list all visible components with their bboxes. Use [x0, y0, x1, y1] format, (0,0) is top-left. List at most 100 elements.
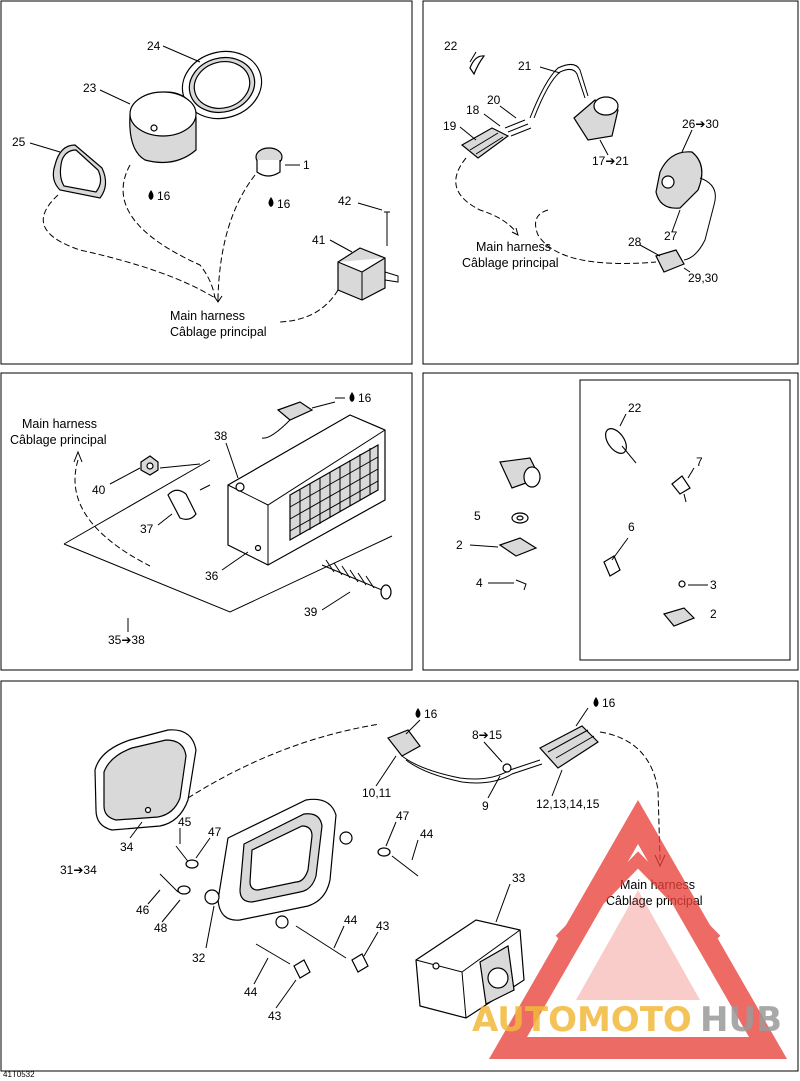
arrow-2: [511, 227, 519, 236]
switch: [573, 96, 619, 141]
light-connector: [261, 401, 336, 439]
terminal-pins: [504, 119, 532, 137]
clip-bracket: [498, 537, 538, 557]
relay: [337, 247, 399, 301]
wiring-harness: [387, 725, 599, 784]
label-38: 38: [214, 429, 228, 443]
panel-frame-2: [422, 0, 799, 365]
watermark-text-hub: HUB: [700, 1000, 782, 1040]
label-16-c: 16: [424, 707, 438, 721]
cylinder-part: [499, 457, 541, 489]
label-2-b: 2: [710, 607, 717, 621]
panel-frame-3: [0, 372, 413, 671]
panel-frame-4: [422, 372, 799, 671]
label-46: 46: [136, 903, 150, 917]
wire-2b: [535, 209, 657, 264]
work-light-block: [227, 414, 386, 566]
label-2-a: 2: [456, 538, 463, 552]
switch-wire: [529, 64, 589, 119]
label-47-a: 47: [208, 825, 222, 839]
label-18: 18: [466, 103, 480, 117]
washer: [511, 512, 529, 524]
label-44-c: 44: [244, 985, 258, 999]
bulb-socket: [255, 147, 283, 177]
watermark-text-automoto: AUTOMOTO: [472, 1000, 692, 1040]
label-17-21: 17➔21: [592, 154, 629, 168]
panel-4-inner-frame: [579, 379, 791, 661]
grommets: [204, 831, 353, 929]
headlight-bulb-assembly: [415, 919, 525, 1019]
label-19: 19: [443, 119, 457, 133]
wire-1d: [279, 289, 339, 323]
hook-clip: [515, 579, 527, 591]
connector-housing: [460, 127, 510, 159]
label-4: 4: [476, 576, 483, 590]
label-16-d: 16: [602, 696, 616, 710]
label-43-a: 43: [376, 919, 390, 933]
headlight-frame: [217, 798, 337, 921]
wire-1a: [42, 194, 216, 299]
harness-label-3-fr: Câblage principal: [10, 433, 107, 447]
label-43-b: 43: [268, 1009, 282, 1023]
harness-label-1-en: Main harness: [170, 309, 245, 323]
drop-icon: [148, 190, 154, 200]
harness-label-2-fr: Câblage principal: [462, 256, 559, 270]
label-29-30: 29,30: [688, 271, 718, 285]
watermark-logo: [488, 799, 788, 1059]
headlight-lens: [94, 729, 197, 831]
label-5: 5: [474, 509, 481, 523]
screw: [321, 559, 392, 600]
label-36: 36: [205, 569, 219, 583]
panel-frame-1: [0, 0, 413, 365]
reference-number: 41T0532: [3, 1070, 35, 1079]
drop-icon: [593, 697, 599, 707]
push-clip: [671, 475, 691, 503]
label-12-15: 12,13,14,15: [536, 797, 600, 811]
label-41: 41: [312, 233, 326, 247]
wire-5a: [187, 723, 381, 799]
drop-icon: [349, 392, 355, 402]
label-22: 22: [444, 39, 458, 53]
wire-2a: [455, 157, 517, 233]
bolts-and-washers: [159, 845, 419, 979]
cable-tie: [469, 55, 486, 76]
harness-label-2-en: Main harness: [476, 240, 551, 254]
wire-1b: [122, 164, 216, 299]
label-45: 45: [178, 815, 192, 829]
label-47-b: 47: [396, 809, 410, 823]
label-10-11: 10,11: [362, 786, 391, 800]
drop-icon: [268, 197, 274, 207]
wire-3: [74, 459, 151, 567]
label-33: 33: [512, 871, 526, 885]
label-9: 9: [482, 799, 489, 813]
label-16-b: 16: [277, 197, 291, 211]
label-39: 39: [304, 605, 318, 619]
label-1: 1: [303, 158, 310, 172]
label-42: 42: [338, 194, 352, 208]
label-31-34: 31➔34: [60, 863, 97, 877]
assembly-lines: [159, 463, 211, 491]
label-7: 7: [696, 455, 703, 469]
label-35-38: 35➔38: [108, 633, 145, 647]
label-26-30: 26➔30: [682, 117, 719, 131]
assembly-outline: [63, 459, 393, 613]
label-21: 21: [518, 59, 532, 73]
label-40: 40: [92, 483, 106, 497]
bulb: [167, 489, 197, 520]
bracket-nut: [662, 607, 696, 627]
arrow-3: [73, 450, 83, 463]
label-23: 23: [83, 81, 97, 95]
headlight-housing: [129, 91, 197, 163]
wire-5b: [599, 731, 661, 861]
tail-lens: [52, 144, 107, 199]
label-24: 24: [147, 39, 161, 53]
headlight-ring: [181, 50, 263, 120]
label-22-b: 22: [628, 401, 642, 415]
spring-clip: [603, 555, 621, 577]
harness-label-1-fr: Câblage principal: [170, 325, 267, 339]
small-connector: [655, 249, 685, 273]
label-6: 6: [628, 520, 635, 534]
relay-bolt: [384, 211, 390, 246]
label-8-15: 8➔15: [472, 728, 502, 742]
